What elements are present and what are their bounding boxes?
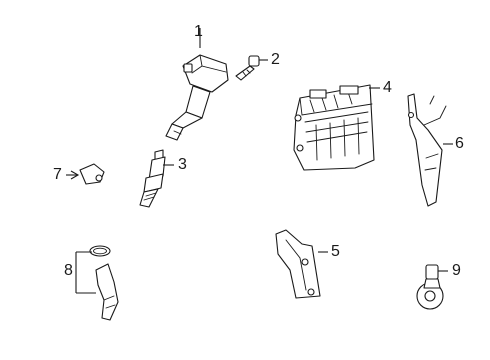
leader-7-arrow — [70, 170, 80, 180]
callout-5: 5 — [331, 243, 340, 260]
spark-plug[interactable] — [139, 149, 166, 208]
camshaft-position-sensor[interactable] — [79, 163, 105, 185]
callout-6: 6 — [455, 135, 464, 152]
coil-bolt[interactable] — [235, 55, 260, 81]
callout-8: 8 — [64, 262, 73, 279]
callout-2: 2 — [271, 51, 280, 68]
callout-7: 7 — [53, 166, 62, 183]
harness-bracket[interactable] — [407, 93, 447, 207]
ignition-coil[interactable] — [165, 54, 229, 141]
engine-control-module[interactable] — [293, 84, 375, 171]
callout-1: 1 — [194, 23, 203, 40]
knock-sensor[interactable] — [416, 264, 444, 310]
callout-3: 3 — [178, 156, 187, 173]
callout-9: 9 — [452, 262, 461, 279]
callout-4: 4 — [383, 79, 392, 96]
crankshaft-position-sensor[interactable] — [89, 245, 119, 321]
ecm-bracket[interactable] — [275, 229, 321, 299]
leader-8-branches — [76, 251, 96, 294]
